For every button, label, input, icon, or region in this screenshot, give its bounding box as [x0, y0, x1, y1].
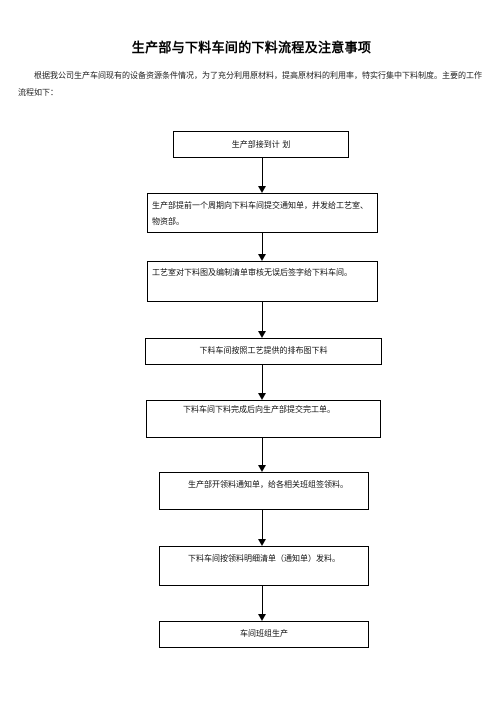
flow-step-8-text: 车间班组生产 [240, 629, 288, 638]
arrow-down-icon [258, 465, 266, 472]
arrow-down-icon [258, 186, 266, 193]
flow-step-2: 生产部提前一个周期向下料车间提交通知单，并发给工艺室、物资部。 [147, 193, 378, 233]
flow-step-5-text: 下料车间下料完成后向生产部提交完工单。 [183, 405, 335, 414]
flow-step-6: 生产部开领料通知单，给各相关班组签领料。 [159, 472, 369, 510]
flow-connector-4 [262, 365, 263, 393]
flow-connector-1 [262, 158, 263, 186]
flow-step-3-text: 工艺室对下料图及编制清单审核无误后签字给下料车间。 [152, 268, 352, 277]
flow-step-2-text: 生产部提前一个周期向下料车间提交通知单，并发给工艺室、物资部。 [152, 201, 368, 226]
flow-connector-5 [262, 438, 263, 465]
flow-step-6-text: 生产部开领料通知单，给各相关班组签领料。 [188, 480, 348, 489]
arrow-down-icon [258, 393, 266, 400]
flow-connector-7 [262, 586, 263, 614]
flow-connector-6 [262, 510, 263, 539]
arrow-down-icon [258, 254, 266, 261]
flow-step-3: 工艺室对下料图及编制清单审核无误后签字给下料车间。 [147, 261, 378, 302]
flow-step-7: 下料车间按领料明细清单（通知单）发料。 [159, 546, 369, 586]
flow-step-8: 车间班组生产 [159, 621, 369, 648]
flow-connector-3 [262, 302, 263, 331]
document-title: 生产部与下料车间的下料流程及注意事项 [131, 41, 372, 56]
flow-step-5: 下料车间下料完成后向生产部提交完工单。 [146, 400, 381, 438]
flow-connector-2 [262, 233, 263, 254]
intro-paragraph: 根据我公司生产车间现有的设备资源条件情况，为了充分利用原材料，提高原材料的利用率… [18, 71, 482, 97]
flow-step-4: 下料车间按照工艺提供的排布图下料 [145, 338, 382, 365]
flow-step-7-text: 下料车间按领料明细清单（通知单）发料。 [188, 554, 340, 563]
arrow-down-icon [258, 539, 266, 546]
arrow-down-icon [258, 331, 266, 338]
flow-step-4-text: 下料车间按照工艺提供的排布图下料 [199, 346, 328, 355]
flow-step-1: 生产部接到计 划 [173, 131, 349, 158]
arrow-down-icon [258, 614, 266, 621]
flow-step-1-text: 生产部接到计 划 [231, 140, 291, 149]
